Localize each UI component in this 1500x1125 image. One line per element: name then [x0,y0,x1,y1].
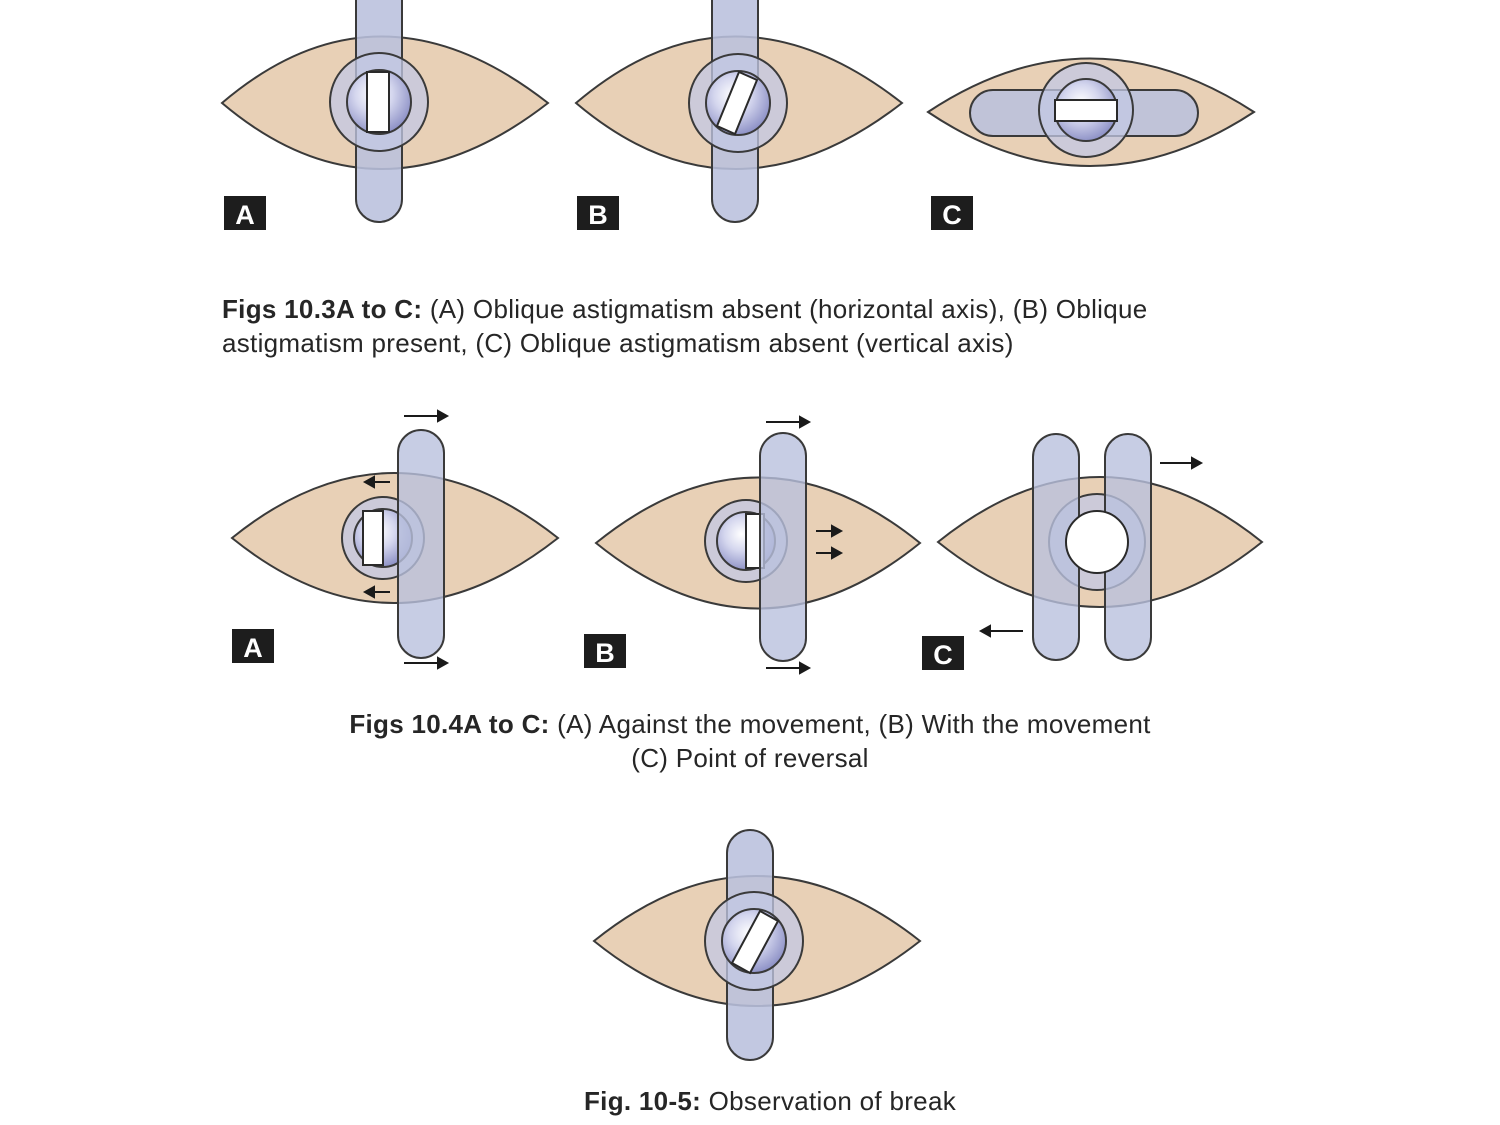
retinoscope-streak [397,429,445,659]
fig-10-3-panel-a: A [220,0,550,230]
arrow-right-icon [816,524,844,538]
retinoscope-streak [759,432,807,662]
arrow-right-icon [1160,456,1204,470]
figure-caption-10-3: Figs 10.3A to C: (A) Oblique astigmatism… [222,292,1256,360]
panel-label: A [235,200,255,230]
caption-line-1: (A) Against the movement, (B) With the m… [549,709,1151,739]
arrow-right-icon [766,661,812,675]
reflex-band [362,510,384,566]
pupil-neutral-reflex [1065,510,1129,574]
arrow-left-icon [362,585,390,599]
figure-ref: Figs 10.3A to C: [222,294,423,324]
arrow-left-icon [978,624,1023,638]
oblique-reflex-break [730,909,780,975]
reflex-band [1054,99,1118,122]
arrow-right-icon [404,656,450,670]
panel-label: C [933,640,953,670]
caption-line-1: Observation of break [701,1086,956,1116]
figure-ref: Figs 10.4A to C: [349,709,550,739]
caption-line-1: (A) Oblique astigmatism absent (horizont… [422,294,1148,324]
fig-10-4-panel-c: C [922,433,1264,670]
caption-line-2: (C) Point of reversal [631,743,869,773]
fig-10-4-panel-b: B [584,415,922,675]
figure-caption-10-5: Fig. 10-5: Observation of break [222,1084,1318,1118]
fig-10-4-panel-a: A [230,409,560,670]
fig-10-3-panel-c: C [926,57,1256,230]
panel-label-box [584,634,626,668]
arrow-right-icon [404,409,450,423]
panel-label: A [243,633,263,663]
reflex-band [366,71,390,133]
panel-label: B [588,200,608,230]
fig-10-3-panel-b: B [574,0,904,230]
arrow-left-icon [362,475,390,489]
panel-label: B [595,638,615,668]
arrow-right-icon [816,546,844,560]
figure-caption-10-4: Figs 10.4A to C: (A) Against the movemen… [222,707,1278,775]
fig-10-5-panel [592,829,922,1061]
panel-label-box [232,629,274,663]
panel-label-box [931,196,973,230]
figure-ref: Fig. 10-5: [583,1086,702,1116]
caption-line-2: astigmatism present, (C) Oblique astigma… [222,328,1014,358]
panel-label-box [577,196,619,230]
panel-label-box [224,196,266,230]
panel-label: C [942,200,962,230]
arrow-right-icon [766,415,812,429]
oblique-reflex-band [715,70,759,136]
panel-label-box [922,636,964,670]
